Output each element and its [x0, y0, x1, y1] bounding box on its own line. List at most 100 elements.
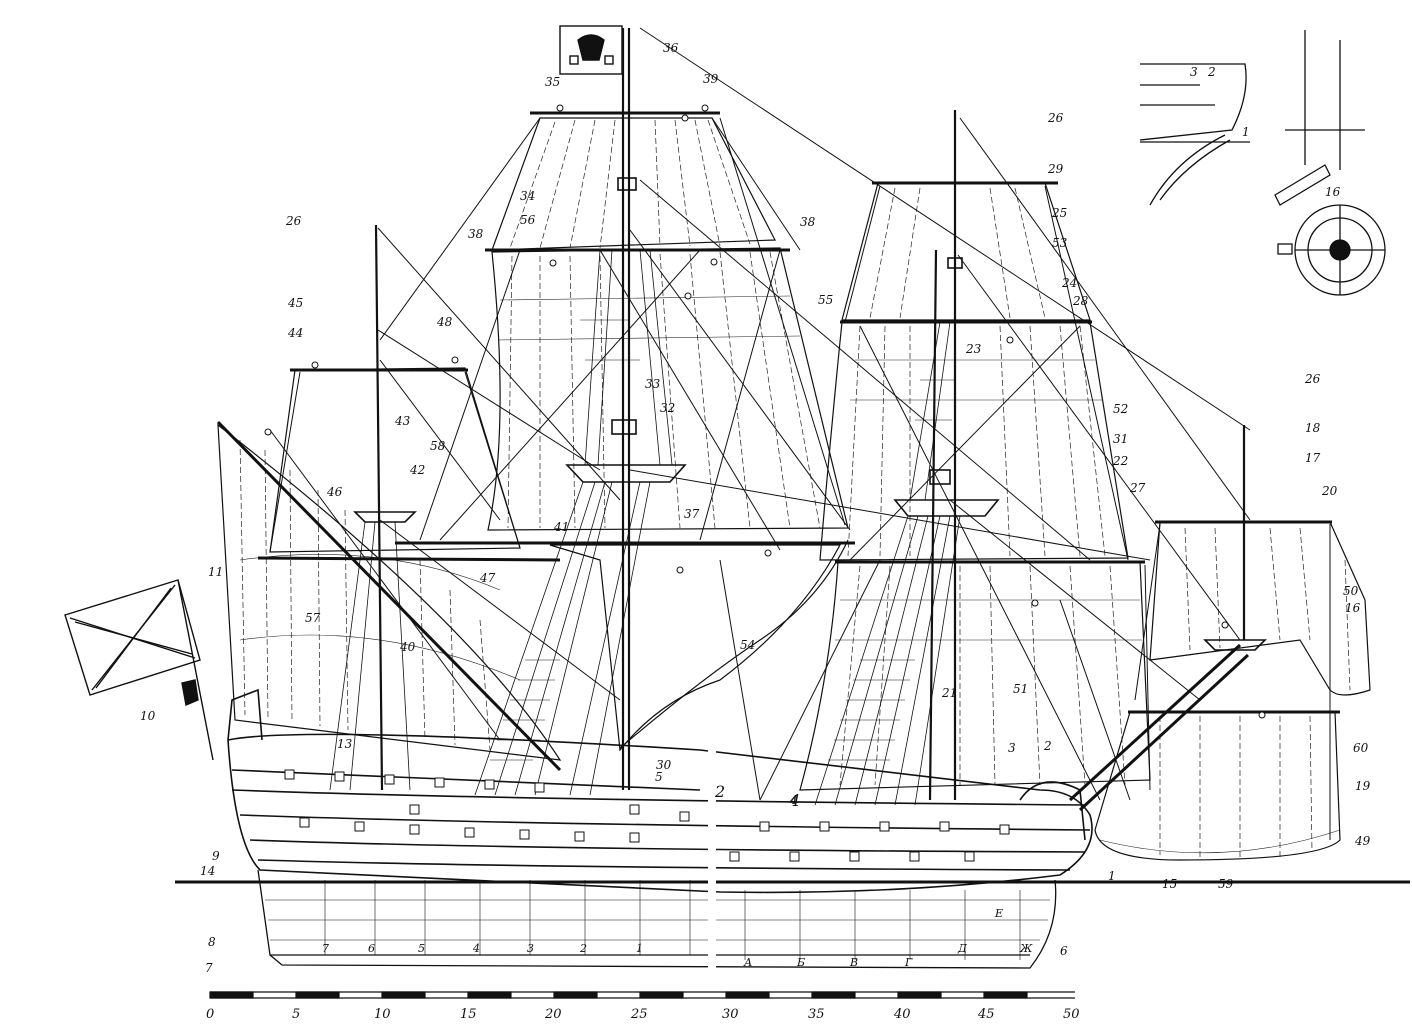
callout-57: 57 [305, 611, 321, 625]
callout-51: 51 [1013, 682, 1028, 696]
scale-tick-label: 20 [544, 1007, 562, 1022]
callout-33: 33 [645, 377, 661, 391]
callout-30: 30 [656, 758, 672, 772]
callout-38-topsail: 38 [800, 215, 816, 229]
frame-label: 1 [636, 942, 643, 955]
callout-58: 58 [430, 439, 446, 453]
callout-2: 2 [1043, 739, 1052, 753]
frame-label: Ж [1019, 942, 1033, 955]
frame-label: Б [796, 956, 805, 969]
callout-49: 49 [1354, 834, 1371, 848]
frame-label: Г [904, 956, 913, 969]
detail-callout-16: 16 [1325, 185, 1341, 199]
callout-46: 46 [326, 485, 343, 499]
callout-27: 27 [1129, 481, 1146, 495]
sail-seams [239, 119, 1351, 858]
hull-outline [227, 733, 1093, 894]
callout-55: 55 [818, 293, 833, 307]
reef-lines [239, 295, 1341, 854]
callout-32: 32 [660, 401, 675, 415]
shrouds [329, 249, 961, 806]
callout-labels: 1 2 3 4 5 6 7 8 9 10 11 13 14 15 16 17 1… [140, 41, 1371, 975]
callout-29: 29 [1047, 162, 1064, 176]
callout-3: 3 [1008, 741, 1016, 755]
sails [217, 117, 1371, 861]
frame-label: 7 [322, 942, 329, 955]
callout-15: 15 [1162, 877, 1177, 891]
fore-topsail [819, 321, 1129, 561]
callout-44: 44 [287, 326, 303, 340]
yards [216, 111, 1340, 812]
detail-cathead [1274, 164, 1331, 206]
callout-26-sprit: 26 [1304, 372, 1321, 386]
callout-41: 41 [553, 520, 569, 534]
callout-5: 5 [655, 770, 663, 784]
frame-label: 6 [368, 942, 375, 955]
callout-54: 54 [740, 638, 755, 652]
ensign-staff [177, 579, 214, 761]
callout-16: 16 [1345, 601, 1361, 615]
callout-45: 45 [287, 296, 303, 310]
mizzen-lateen-yard [216, 420, 562, 772]
callout-7: 7 [205, 961, 213, 975]
scale-bar [209, 991, 1075, 999]
callout-21: 21 [941, 686, 957, 700]
mizzen-top [353, 511, 417, 523]
frame-label: 3 [527, 942, 534, 955]
callout-26-mizzen: 26 [285, 214, 302, 228]
callout-34: 34 [520, 189, 535, 203]
callout-19: 19 [1355, 779, 1371, 793]
frame-label: Е [994, 907, 1003, 920]
callout-10: 10 [140, 709, 156, 723]
frame-label: 4 [472, 942, 480, 955]
callout-52: 52 [1113, 402, 1128, 416]
spritsail [1094, 711, 1341, 861]
callout-37: 37 [684, 507, 700, 521]
masts [374, 28, 1246, 801]
callout-50: 50 [1343, 584, 1359, 598]
main-topgallant-stay [639, 27, 1251, 431]
callout-42: 42 [409, 463, 425, 477]
scale-tick-label: 15 [460, 1007, 477, 1022]
callout-4-deck: 4 [789, 791, 800, 810]
callout-23: 23 [965, 342, 982, 356]
scale-tick-label: 10 [374, 1007, 391, 1022]
fore-top [893, 499, 1000, 517]
main-staysail [619, 539, 849, 749]
scale-tick-label: 35 [808, 1007, 825, 1022]
callout-36: 36 [663, 41, 679, 55]
hull [227, 688, 1093, 894]
frame-label: А [743, 956, 752, 969]
callout-56: 56 [520, 213, 536, 227]
stern-lantern [181, 679, 199, 706]
scale-tick-label: 40 [893, 1007, 911, 1022]
frame-label: 2 [579, 942, 587, 955]
callout-20: 20 [1321, 484, 1338, 498]
callout-28: 28 [1072, 294, 1089, 308]
callout-22: 22 [1112, 454, 1128, 468]
callout-60: 60 [1353, 741, 1369, 755]
callout-59: 59 [1218, 877, 1234, 891]
frame-labels: 7 6 5 4 3 2 1 А Б В Г Д Ж Е [322, 907, 1033, 969]
gunports [284, 769, 1010, 862]
callout-35: 35 [545, 75, 560, 89]
frame-label: 5 [418, 942, 425, 955]
scale-tick-label: 50 [1063, 1007, 1080, 1022]
scale-tick-label: 5 [292, 1007, 300, 1022]
callout-31: 31 [1113, 432, 1128, 446]
detail-insets [1139, 30, 1386, 296]
detail-callout-1: 1 [1242, 125, 1250, 139]
keel-outline [257, 869, 1057, 969]
scale-tick-label: 45 [977, 1007, 995, 1022]
station-lines [324, 880, 1021, 960]
mizzen-mast [374, 224, 384, 791]
sprit-top [1203, 639, 1267, 651]
fore-course [799, 561, 1151, 791]
blocks [264, 104, 1266, 719]
callout-13: 13 [337, 737, 353, 751]
callout-6: 6 [1060, 944, 1068, 958]
main-topgallant-sail [491, 117, 776, 251]
crossjack-yard [257, 556, 561, 562]
callout-11: 11 [208, 565, 223, 579]
